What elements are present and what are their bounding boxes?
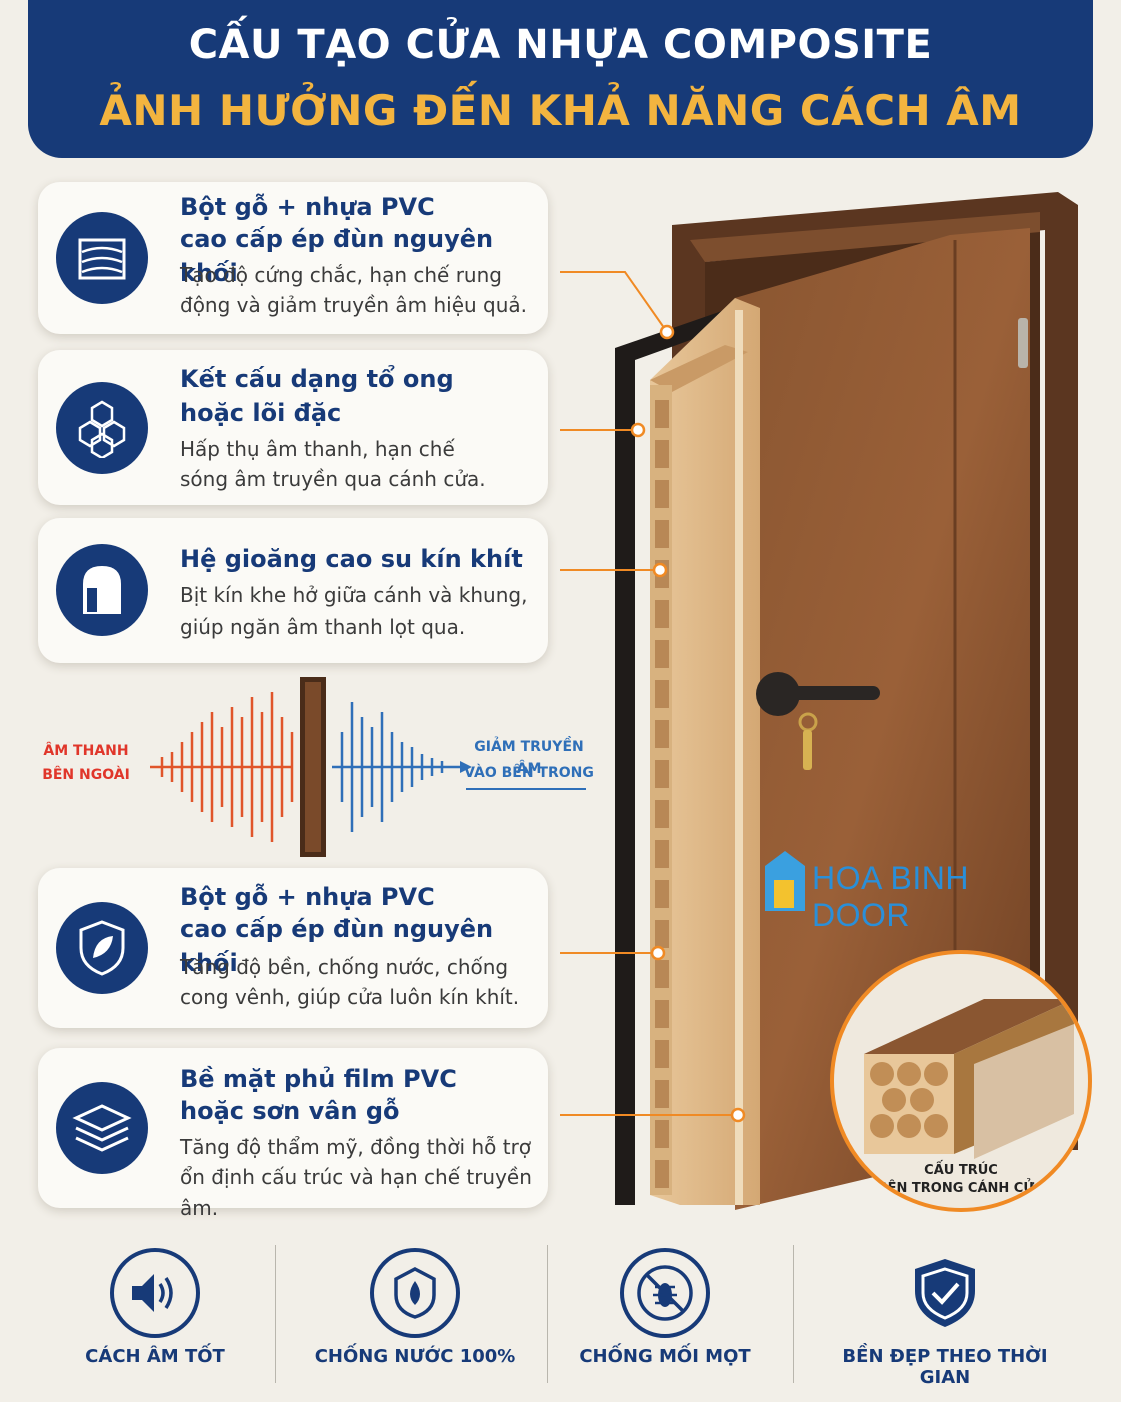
card-desc: sóng âm truyền qua cánh cửa. xyxy=(180,467,486,491)
card-desc: Bịt kín khe hở giữa cánh và khung, xyxy=(180,583,528,607)
feature-card-honeycomb: Kết cấu dạng tổ ong hoặc lõi đặc Hấp thụ… xyxy=(38,350,548,505)
card-title: Hệ gioăng cao su kín khít xyxy=(180,545,523,573)
feature-card-gasket: Hệ gioăng cao su kín khít Bịt kín khe hở… xyxy=(38,518,548,663)
page-title: CẤU TẠO CỬA NHỰA COMPOSITE xyxy=(188,22,933,68)
door-illustration xyxy=(560,192,1078,1210)
inset-caption-2: BÊN TRONG CÁNH CỬA xyxy=(877,1181,1045,1196)
sound-diagram: ÂM THANH BÊN NGOÀI GIẢM TRUYỀN ÂM VÀO BÊ… xyxy=(30,672,610,862)
house-logo-icon xyxy=(765,851,805,911)
feature-label: CHỐNG MỐI MỌT xyxy=(579,1346,751,1367)
inset-structure: CẤU TRÚC BÊN TRONG CÁNH CỬA xyxy=(830,950,1092,1212)
card-title: Bề mặt phủ film PVC xyxy=(180,1065,457,1093)
card-title: Bột gỗ + nhựa PVC xyxy=(180,883,435,911)
water-drop-icon xyxy=(370,1248,460,1338)
card-desc: Tạo độ cứng chắc, hạn chế rung xyxy=(180,263,502,287)
underline-divider xyxy=(466,788,586,790)
honeycomb-icon xyxy=(56,382,148,474)
sound-inside-label-1: GIẢM TRUYỀN ÂM xyxy=(474,739,584,777)
brand-logo: HOA BINH DOOR xyxy=(760,846,1050,933)
feature-soundproof: CÁCH ÂM TỐT xyxy=(40,1248,270,1367)
card-desc: động và giảm truyền âm hiệu quả. xyxy=(180,293,528,317)
honeycomb-core xyxy=(650,298,760,1205)
card-desc: ổn định cấu trúc và hạn chế truyền âm. xyxy=(180,1165,532,1220)
feature-label: CÁCH ÂM TỐT xyxy=(85,1346,225,1367)
card-title: cao cấp ép đùn nguyên khối xyxy=(180,225,494,287)
card-title: Kết cấu dạng tổ ong xyxy=(180,365,454,393)
feature-card-surface: Bề mặt phủ film PVC hoặc sơn vân gỗ Tăng… xyxy=(38,1048,548,1220)
feature-label: CHỐNG NƯỚC 100% xyxy=(314,1346,516,1367)
brand-name: HOA BINH DOOR xyxy=(812,860,969,933)
card-title: hoặc lõi đặc xyxy=(180,399,342,427)
card-desc: Tăng độ bền, chống nước, chống xyxy=(180,955,509,979)
sound-outside-label-1: ÂM THANH xyxy=(43,743,129,759)
layers-icon xyxy=(56,1082,148,1174)
wood-panel-icon xyxy=(56,212,148,304)
card-desc: cong vênh, giúp cửa luôn kín khít. xyxy=(180,985,520,1009)
card-desc: Tăng độ thẩm mỹ, đồng thời hỗ trợ xyxy=(180,1135,532,1159)
shield-leaf-icon xyxy=(56,902,148,994)
door-handle-rose xyxy=(756,672,800,716)
speaker-icon xyxy=(110,1248,200,1338)
divider xyxy=(547,1245,548,1383)
no-termite-icon xyxy=(620,1248,710,1338)
card-desc: Hấp thụ âm thanh, hạn chế xyxy=(180,437,455,461)
card-desc: giúp ngăn âm thanh lọt qua. xyxy=(180,615,466,639)
feature-card-wood-pvc: Bột gỗ + nhựa PVC cao cấp ép đùn nguyên … xyxy=(38,182,548,334)
shield-check-icon xyxy=(900,1248,990,1338)
door-handle-lever xyxy=(778,686,880,700)
divider xyxy=(275,1245,276,1383)
card-title: Bột gỗ + nhựa PVC xyxy=(180,193,435,221)
divider xyxy=(793,1245,794,1383)
feature-label: BỀN ĐẸP THEO THỜI GIAN xyxy=(842,1346,1048,1388)
inset-caption-1: CẤU TRÚC xyxy=(924,1163,998,1178)
sound-wave-graphic xyxy=(150,677,472,857)
card-title: cao cấp ép đùn nguyên khối xyxy=(180,915,494,977)
header-banner: CẤU TẠO CỬA NHỰA COMPOSITE ẢNH HƯỞNG ĐẾN… xyxy=(28,0,1093,158)
page-subtitle: ẢNH HƯỞNG ĐẾN KHẢ NĂNG CÁCH ÂM xyxy=(99,86,1022,135)
feature-waterproof: CHỐNG NƯỚC 100% xyxy=(300,1248,530,1367)
feature-durable: BỀN ĐẸP THEO THỜI GIAN xyxy=(830,1248,1060,1388)
sound-inside-label-2: VÀO BÊN TRONG xyxy=(464,765,594,781)
feature-card-durability: Bột gỗ + nhựa PVC cao cấp ép đùn nguyên … xyxy=(38,868,548,1028)
feature-anti-termite: CHỐNG MỐI MỌT xyxy=(550,1248,780,1367)
rubber-seal-icon xyxy=(56,544,148,636)
profile-crosssection-image xyxy=(864,999,1074,1159)
sound-outside-label-2: BÊN NGOÀI xyxy=(42,767,130,783)
card-title: hoặc sơn vân gỗ xyxy=(180,1097,400,1125)
